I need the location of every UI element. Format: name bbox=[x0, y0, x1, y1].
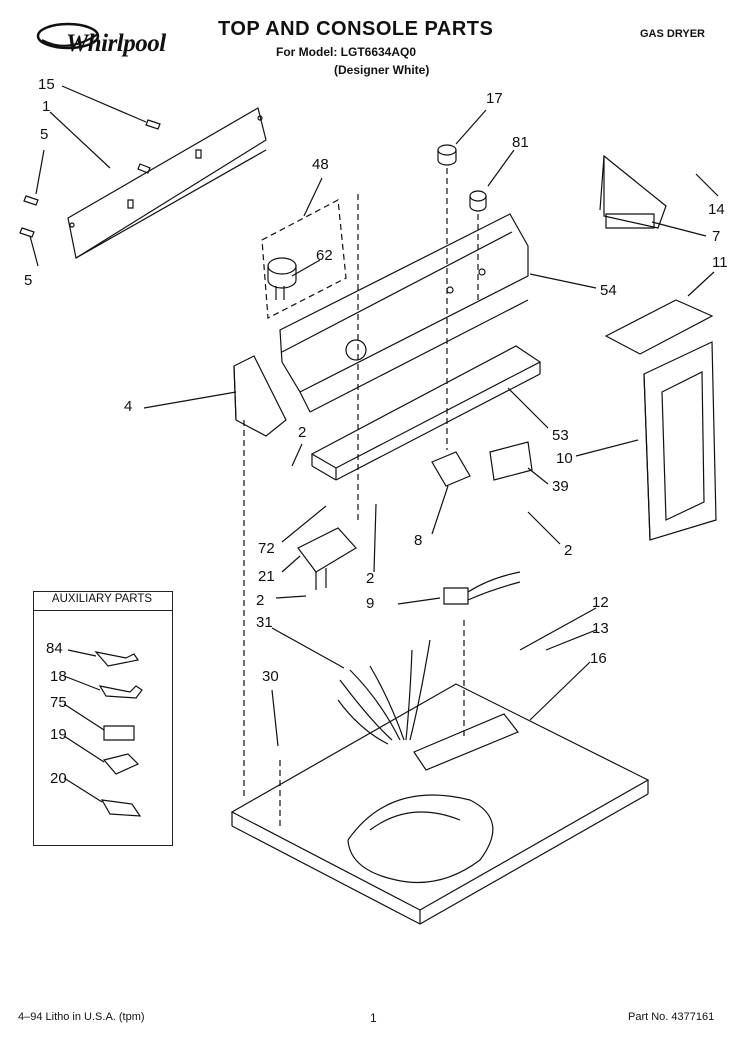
callout-leader-lines bbox=[30, 86, 718, 802]
callout-label: 53 bbox=[552, 427, 569, 444]
auxiliary-divider bbox=[33, 610, 172, 611]
wire-harness-part bbox=[338, 640, 493, 883]
lint-housing-part bbox=[606, 300, 716, 540]
aux-item-label: 19 bbox=[50, 726, 67, 743]
callout-label: 72 bbox=[258, 540, 275, 557]
callout-label: 2 bbox=[256, 592, 265, 609]
switch-box-part bbox=[262, 200, 346, 318]
callout-label: 15 bbox=[38, 76, 55, 93]
rear-bracket-part bbox=[68, 108, 266, 258]
aux-item-label: 75 bbox=[50, 694, 67, 711]
screw-parts bbox=[20, 120, 160, 237]
callout-label: 17 bbox=[486, 90, 503, 107]
callout-label: 12 bbox=[592, 594, 609, 611]
callout-label: 81 bbox=[512, 134, 529, 151]
callout-label: 5 bbox=[40, 126, 49, 143]
knob-parts bbox=[358, 145, 486, 520]
aux-item-label: 20 bbox=[50, 770, 67, 787]
callout-label: 21 bbox=[258, 568, 275, 585]
callout-label: 4 bbox=[124, 398, 133, 415]
model-line: For Model: LGT6634AQ0 bbox=[276, 45, 417, 59]
callout-label: 10 bbox=[556, 450, 573, 467]
product-type: GAS DRYER bbox=[640, 28, 705, 40]
callout-label: 48 bbox=[312, 156, 329, 173]
callout-label: 8 bbox=[414, 532, 423, 549]
auxiliary-parts-title: AUXILIARY PARTS bbox=[51, 593, 153, 605]
callout-label: 2 bbox=[298, 424, 307, 441]
callout-label: 62 bbox=[316, 247, 333, 264]
control-bracket-part bbox=[312, 346, 540, 480]
console-panel-part bbox=[280, 214, 528, 412]
end-cap-part bbox=[600, 156, 666, 228]
page-title: TOP AND CONSOLE PARTS bbox=[218, 18, 494, 40]
page-number: 1 bbox=[370, 1011, 377, 1025]
callout-label: 39 bbox=[552, 478, 569, 495]
whirlpool-logo bbox=[28, 14, 188, 66]
part-number: Part No. 4377161 bbox=[628, 1011, 715, 1023]
control-component-parts bbox=[298, 442, 532, 590]
auxiliary-part-drawings bbox=[96, 652, 142, 816]
aux-item-label: 84 bbox=[46, 640, 63, 657]
callout-label: 11 bbox=[712, 254, 728, 271]
footer-litho: 4–94 Litho in U.S.A. (tpm) bbox=[18, 1011, 145, 1023]
logo-swoosh-icon bbox=[36, 22, 100, 50]
callout-label: 7 bbox=[712, 228, 721, 245]
callout-label: 1 bbox=[42, 98, 51, 115]
callout-label: 9 bbox=[366, 595, 375, 612]
callout-label: 31 bbox=[256, 614, 273, 631]
brand-name: Whirlpool bbox=[66, 30, 166, 57]
color-line: (Designer White) bbox=[334, 63, 430, 77]
callout-label: 13 bbox=[592, 620, 609, 637]
top-panel-part bbox=[232, 420, 648, 924]
callout-label: 16 bbox=[590, 650, 607, 667]
connector-harness-part bbox=[444, 572, 520, 604]
left-end-cap-part bbox=[234, 356, 286, 436]
callout-label: 2 bbox=[366, 570, 375, 587]
auxiliary-parts-box bbox=[33, 591, 173, 846]
callout-label: 5 bbox=[24, 272, 33, 289]
aux-item-label: 18 bbox=[50, 668, 67, 685]
callout-label: 30 bbox=[262, 668, 279, 685]
callout-label: 54 bbox=[600, 282, 617, 299]
callout-label: 2 bbox=[564, 542, 573, 559]
callout-label: 14 bbox=[708, 201, 725, 218]
